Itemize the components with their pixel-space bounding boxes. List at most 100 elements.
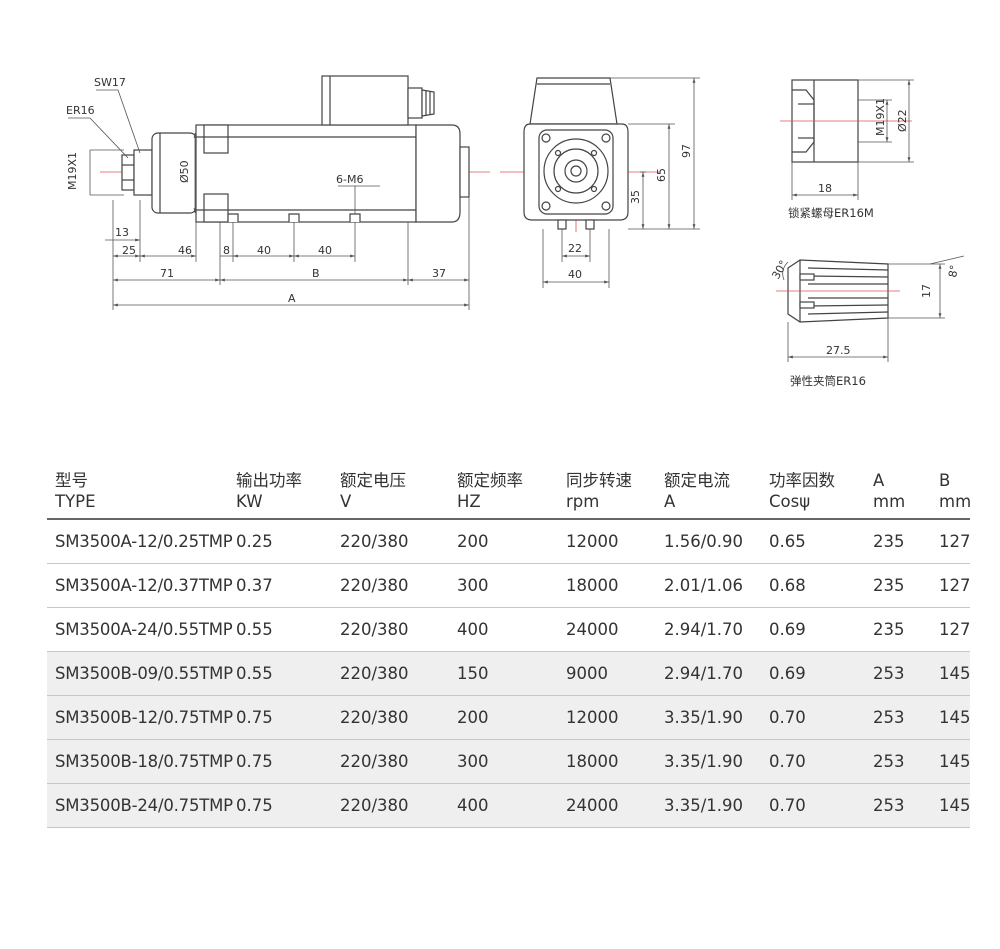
cell-power: 0.37 (228, 563, 332, 608)
collet-caption: 弹性夹筒ER16 (790, 374, 866, 388)
cell-power: 0.25 (228, 519, 332, 564)
cell-power: 0.55 (228, 651, 332, 696)
cell-power-factor: 0.68 (761, 563, 865, 608)
cell-power: 0.75 (228, 695, 332, 740)
technical-drawings: SW17 ER16 M19X1 Ø50 6-M6 13 25 46 8 40 4… (66, 75, 965, 388)
front-view-dimensions (542, 77, 700, 288)
dim-13: 13 (115, 226, 129, 239)
cell-dim-b: 127 (931, 563, 971, 608)
cell-current: 2.94/1.70 (656, 651, 761, 696)
front-view-labels: 97 65 35 22 40 (568, 144, 693, 281)
cell-model: SM3500B-18/0.75TMP (47, 739, 233, 784)
nut-labels: M19X1 Ø22 18 锁紧螺母ER16M (788, 98, 909, 220)
cell-dim-a: 253 (865, 739, 931, 784)
table-row: SM3500B-18/0.75TMP 0.75 220/380 300 1800… (47, 739, 971, 784)
front-view-drawing (500, 77, 660, 232)
nut-thread-label: M19X1 (874, 98, 887, 136)
cell-speed: 12000 (558, 519, 656, 564)
cell-current: 2.94/1.70 (656, 607, 761, 652)
cell-dim-a: 253 (865, 783, 931, 828)
dim-22: 22 (568, 242, 582, 255)
collet-labels: 30° 8° 17 27.5 弹性夹筒ER16 (769, 258, 961, 388)
cell-power-factor: 0.70 (761, 783, 865, 828)
cell-current: 3.35/1.90 (656, 739, 761, 784)
cell-power-factor: 0.65 (761, 519, 865, 564)
label-dia50: Ø50 (178, 160, 191, 183)
cell-model: SM3500A-24/0.55TMP (47, 607, 233, 652)
cell-frequency: 400 (449, 607, 558, 652)
cell-speed: 24000 (558, 607, 656, 652)
cell-speed: 18000 (558, 739, 656, 784)
dim-b: B (312, 267, 320, 280)
collet-dim-17: 17 (920, 284, 933, 298)
dim-40-a: 40 (257, 244, 271, 257)
nut-dimensions (791, 79, 914, 200)
cell-current: 2.01/1.06 (656, 563, 761, 608)
cell-model: SM3500B-12/0.75TMP (47, 695, 233, 740)
table-row: SM3500B-24/0.75TMP 0.75 220/380 400 2400… (47, 783, 971, 828)
dim-8: 8 (223, 244, 230, 257)
label-m19x1: M19X1 (66, 152, 79, 190)
collet-dimensions (782, 255, 965, 362)
cell-dim-a: 235 (865, 607, 931, 652)
cell-power: 0.75 (228, 739, 332, 784)
side-view-drawing (100, 75, 490, 223)
label-sw17: SW17 (94, 76, 126, 89)
table-row: SM3500A-24/0.55TMP 0.55 220/380 400 2400… (47, 607, 971, 652)
cell-current: 3.35/1.90 (656, 783, 761, 828)
dim-a: A (288, 292, 296, 305)
cell-dim-a: 235 (865, 563, 931, 608)
table-row: SM3500B-12/0.75TMP 0.75 220/380 200 1200… (47, 695, 971, 740)
dim-35: 35 (629, 190, 642, 204)
cell-speed: 12000 (558, 695, 656, 740)
cell-dim-b: 145 (931, 651, 971, 696)
table-row: SM3500B-09/0.55TMP 0.55 220/380 150 9000… (47, 651, 971, 696)
cell-power: 0.55 (228, 607, 332, 652)
collet-angle-30: 30° (769, 258, 790, 281)
cell-dim-b: 127 (931, 607, 971, 652)
nut-caption: 锁紧螺母ER16M (788, 206, 874, 220)
cell-model: SM3500B-24/0.75TMP (47, 783, 233, 828)
side-view-labels: SW17 ER16 M19X1 Ø50 6-M6 13 25 46 8 40 4… (66, 76, 446, 305)
table-row: SM3500A-12/0.25TMP 0.25 220/380 200 1200… (47, 519, 971, 564)
cell-voltage: 220/380 (332, 563, 449, 608)
cell-dim-b: 145 (931, 739, 971, 784)
dim-25: 25 (122, 244, 136, 257)
nut-dia-label: Ø22 (896, 109, 909, 132)
dim-65: 65 (655, 168, 668, 182)
spec-table-body: SM3500A-12/0.25TMP 0.25 220/380 200 1200… (47, 519, 971, 828)
cell-dim-b: 145 (931, 783, 971, 828)
cell-voltage: 220/380 (332, 519, 449, 564)
table-row: SM3500A-12/0.37TMP 0.37 220/380 300 1800… (47, 563, 971, 608)
cell-frequency: 200 (449, 519, 558, 564)
collet-dim-27-5: 27.5 (826, 344, 851, 357)
label-er16: ER16 (66, 104, 95, 117)
dim-71: 71 (160, 267, 174, 280)
cell-power-factor: 0.70 (761, 695, 865, 740)
cell-dim-a: 235 (865, 519, 931, 564)
cell-speed: 18000 (558, 563, 656, 608)
cell-dim-b: 145 (931, 695, 971, 740)
cell-speed: 9000 (558, 651, 656, 696)
cell-dim-a: 253 (865, 695, 931, 740)
cell-frequency: 300 (449, 563, 558, 608)
cell-dim-b: 127 (931, 519, 971, 564)
dim-40-b: 40 (318, 244, 332, 257)
cell-model: SM3500A-12/0.25TMP (47, 519, 233, 564)
cell-power: 0.75 (228, 783, 332, 828)
cell-voltage: 220/380 (332, 651, 449, 696)
nut-drawing (780, 79, 912, 163)
cell-voltage: 220/380 (332, 695, 449, 740)
cell-frequency: 400 (449, 783, 558, 828)
dim-40-front: 40 (568, 268, 582, 281)
label-6-m6: 6-M6 (336, 173, 363, 186)
dim-97: 97 (680, 144, 693, 158)
